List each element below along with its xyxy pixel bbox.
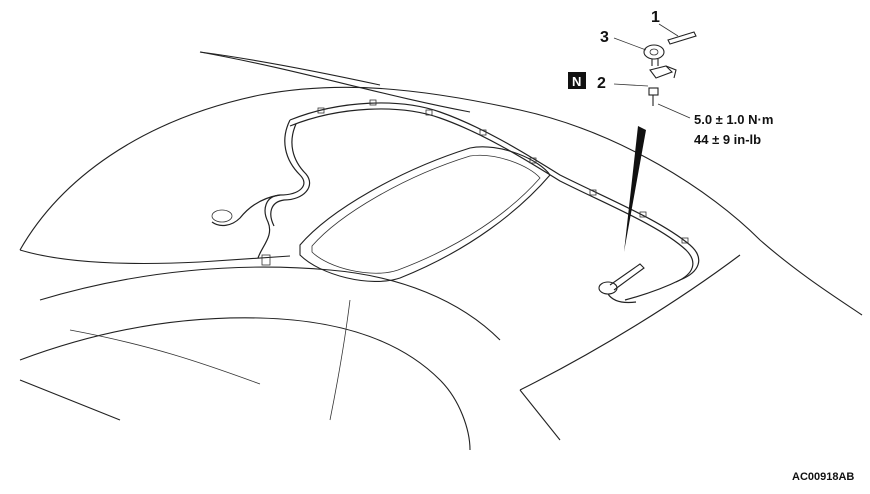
torque-leader [657,103,691,119]
trunk-line [519,389,561,441]
harness-clip [681,237,689,244]
callout-3-leader [613,37,647,51]
bolt-part [648,87,659,106]
harness-clip [425,109,433,116]
antenna-mast-part [667,31,697,45]
antenna-mast [609,263,645,291]
roof-edge-left [19,249,291,265]
antenna-cable [607,293,637,304]
bolt-head-icon [648,87,659,96]
door-line [69,329,261,385]
harness-clip [639,211,647,218]
callout-2-leader [613,83,649,87]
roof-antenna-installed [598,263,645,304]
roof-rear-edge [199,51,471,113]
wiring-harness-left-2 [270,123,311,227]
callout-1-leader [658,23,679,37]
leader-wedge [624,126,646,252]
bracket-part [649,65,677,79]
pillar-line [329,299,351,421]
harness-connector-end [261,254,271,266]
harness-clips [317,99,689,244]
body-line-upper [39,266,501,341]
callout-3-label: 3 [600,29,609,46]
harness-connector-left [211,209,233,223]
figure-code: AC00918AB [792,471,854,483]
torque-imperial: 44 ± 9 in-lb [694,132,761,147]
body-line-bottom [19,379,121,421]
harness-clip [369,99,377,106]
body-line-lower [19,317,471,451]
new-part-badge: N [572,74,581,89]
bracket-icon [649,65,673,79]
wiring-harness-branch [211,194,281,227]
bracket-hook-icon [665,65,677,79]
sunroof-inner [311,154,541,274]
antenna-base-part [643,44,665,66]
antenna-base-inner-icon [649,48,659,56]
roof-rear-edge-2 [199,51,381,86]
callout-1-label: 1 [651,9,660,26]
harness-clip [589,189,597,196]
antenna-base-icon [643,44,665,60]
roof-front-edge [519,254,741,391]
harness-clip [479,129,487,136]
wiring-harness-left [257,119,305,259]
harness-clip [529,157,537,164]
roof-outline [19,86,863,316]
callout-2-label: 2 [597,75,606,92]
torque-metric: 5.0 ± 1.0 N·m [694,112,773,127]
sunroof-outer [299,146,551,282]
antenna-mast-icon [667,31,697,45]
new-part-badge-box [568,72,586,89]
wiring-harness-main-2 [289,108,694,283]
harness-clip [317,107,325,114]
antenna-base [598,281,618,295]
antenna-base-stem-icon [651,59,659,66]
